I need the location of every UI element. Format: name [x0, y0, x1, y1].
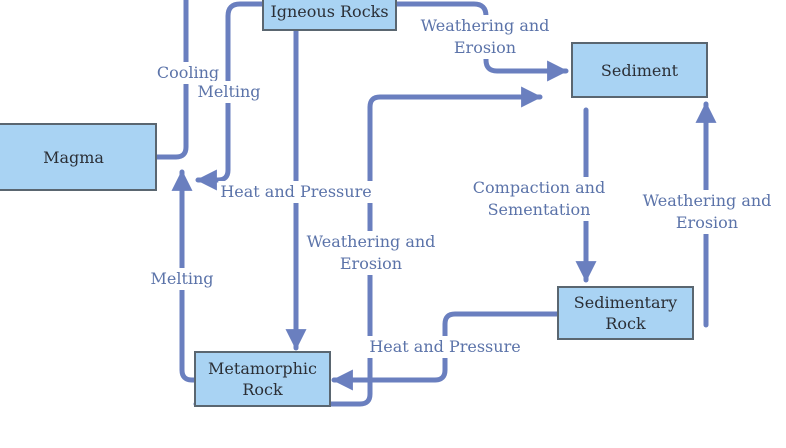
label-weathering-metamorphic: Weathering and Erosion	[304, 231, 438, 275]
arrow-cooling	[153, 0, 189, 160]
sediment-label: Sediment	[600, 60, 679, 80]
label-melting-bottom: Melting	[148, 268, 216, 290]
magma-label: Magma	[43, 147, 104, 167]
label-weathering-sedimentary: Weathering and Erosion	[640, 190, 774, 234]
label-cooling: Cooling	[154, 62, 222, 84]
magma-node: Magma	[0, 123, 157, 191]
sedimentary-rock-node: Sedimentary Rock	[557, 286, 694, 340]
label-compaction: Compaction and Sementation	[470, 177, 608, 221]
metamorphic-rock-node: Metamorphic Rock	[194, 351, 331, 407]
label-weathering-igneous: Weathering and Erosion	[418, 15, 552, 59]
metamorphic-rock-label: Metamorphic Rock	[208, 359, 317, 399]
sediment-node: Sediment	[571, 42, 708, 98]
arrow-melting-bottom	[171, 169, 199, 383]
igneous-rocks-label: Igneous Rocks	[270, 2, 389, 21]
label-heat-pressure-igneous: Heat and Pressure	[218, 181, 374, 203]
sedimentary-rock-label: Sedimentary Rock	[573, 293, 678, 333]
label-melting-top: Melting	[195, 81, 263, 103]
igneous-rocks-node: Igneous Rocks	[262, 0, 397, 31]
label-heat-pressure-sedimentary: Heat and Pressure	[367, 336, 523, 358]
